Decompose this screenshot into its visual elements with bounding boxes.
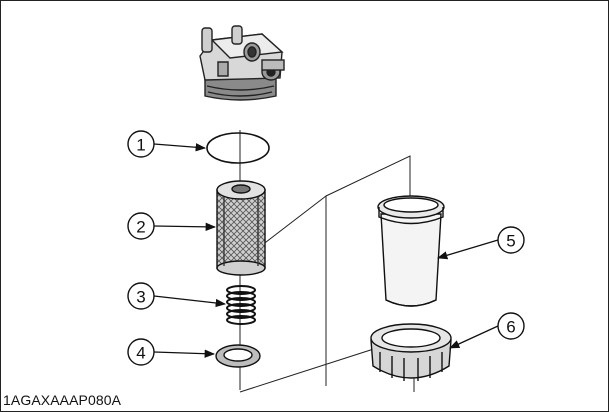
leader-arrows — [153, 143, 499, 358]
spring-part — [226, 285, 256, 325]
callout-6: 6 — [497, 312, 525, 340]
callout-label-2: 2 — [136, 218, 145, 237]
callout-2: 2 — [127, 212, 155, 240]
filter-cup-part — [377, 195, 445, 307]
retaining-nut-part — [370, 323, 452, 381]
callout-label-4: 4 — [136, 344, 145, 363]
callout-label-6: 6 — [506, 318, 515, 337]
callout-5: 5 — [497, 226, 525, 254]
callout-4: 4 — [127, 338, 155, 366]
o-ring-part — [206, 132, 270, 164]
callout-label-1: 1 — [136, 136, 145, 155]
ring-part — [215, 344, 261, 368]
callout-label-5: 5 — [506, 232, 515, 251]
callout-3: 3 — [127, 282, 155, 310]
callout-1: 1 — [127, 130, 155, 158]
filter-head — [199, 25, 285, 101]
callout-label-3: 3 — [136, 288, 145, 307]
figure-code: 1AGAXAAAP080A — [3, 392, 122, 408]
filter-element-part — [216, 180, 266, 276]
